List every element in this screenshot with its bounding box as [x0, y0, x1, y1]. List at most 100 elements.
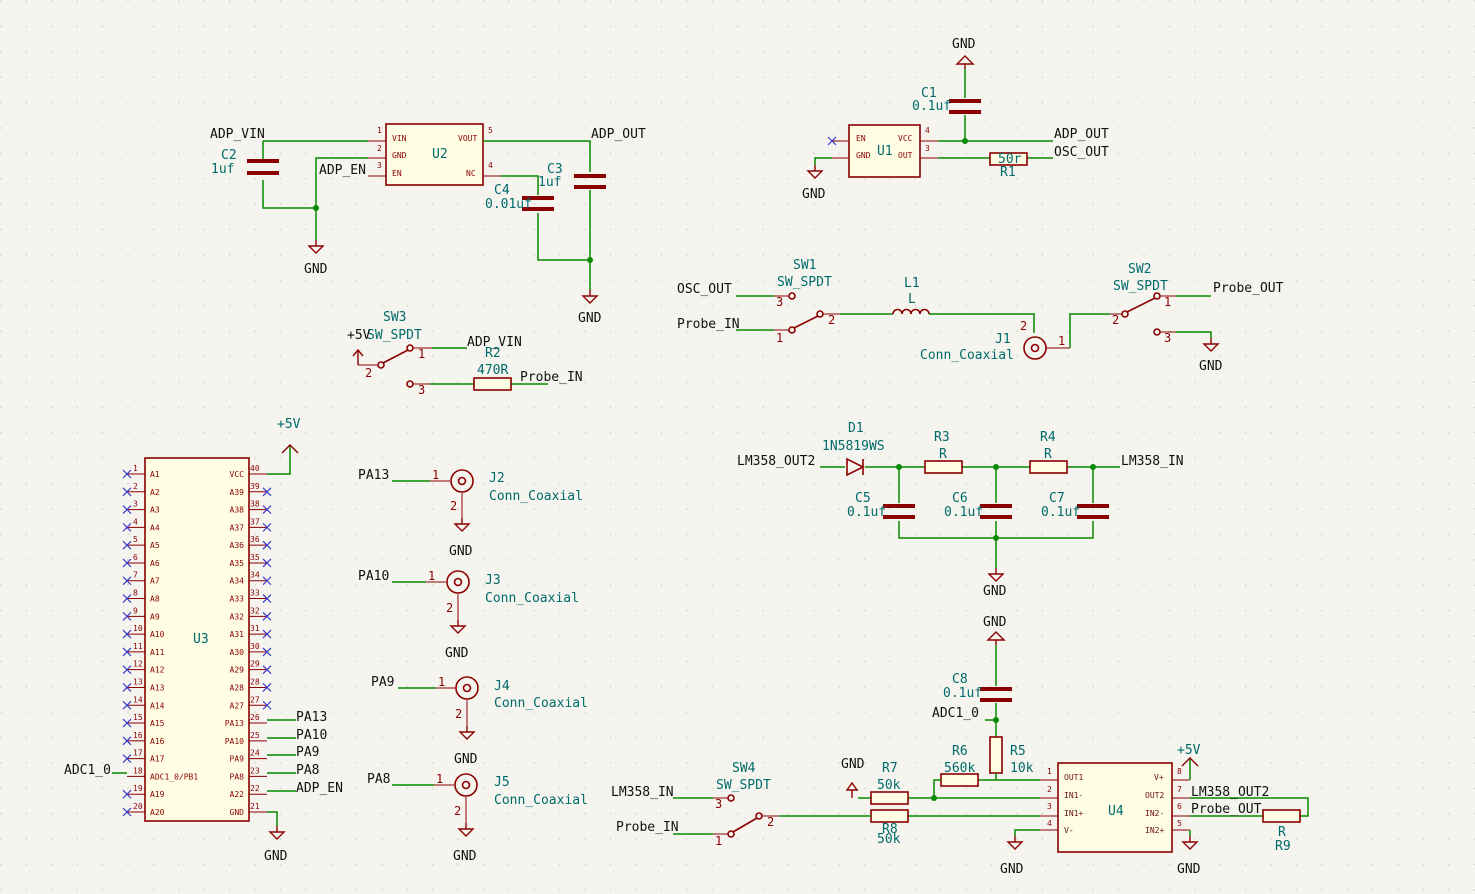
j4-body[interactable] [455, 676, 479, 700]
j4-pin-2: 2 [455, 707, 462, 721]
u3-right-pin-name: A37 [230, 523, 245, 532]
d1-body[interactable] [846, 457, 865, 477]
u2-pin-nc: NC [466, 169, 476, 178]
j2-pin-1: 1 [432, 468, 439, 482]
r9-body[interactable] [1262, 809, 1301, 823]
j2-ref: J2 [489, 471, 505, 486]
u1-pin-gnd: GND [856, 151, 871, 160]
u4-pin-num-5: 5 [1177, 819, 1182, 828]
u3-right-pin-name: A22 [230, 790, 245, 799]
u3-left-pin-name: A12 [150, 666, 165, 675]
no-connect-marker [122, 683, 132, 692]
vcc-label-u4: +5V [1177, 743, 1201, 758]
u3-left-pin-name: A3 [150, 506, 160, 515]
sw4-pin-2: 2 [767, 815, 774, 829]
r5-body[interactable] [989, 736, 1003, 774]
l1-ref: L1 [904, 276, 920, 291]
u2-pin-num-3: 3 [377, 161, 382, 170]
r4-body[interactable] [1029, 460, 1068, 474]
r3-body[interactable] [924, 460, 963, 474]
u3-right-pin-name: PA8 [230, 772, 245, 781]
r9-ref: R9 [1275, 839, 1291, 854]
u2-pin-en: EN [392, 169, 402, 178]
u3-left-pin-number: 12 [133, 660, 143, 669]
no-connect-marker [262, 522, 272, 532]
sw3-value: SW_SPDT [367, 328, 422, 343]
j2-body[interactable] [450, 469, 474, 493]
no-connect-marker [122, 754, 132, 764]
u1-pin-out: OUT [898, 151, 913, 160]
u3-left-pin-name: A6 [150, 559, 160, 568]
u4-pin-num-2: 2 [1047, 785, 1052, 794]
net-label-pa8-u3: PA8 [296, 763, 319, 778]
no-connect-marker [122, 594, 132, 603]
no-connect-marker [262, 647, 272, 657]
u3-left-pin-number: 19 [133, 784, 143, 793]
gnd-label-j3: GND [445, 646, 469, 661]
l1-coil[interactable] [892, 308, 930, 315]
u2-body[interactable] [385, 123, 484, 186]
u3-left-pin-name: A8 [150, 595, 160, 604]
net-label-probe-in-sw3: Probe_IN [520, 370, 583, 385]
r3-ref: R3 [934, 430, 950, 445]
j5-value: Conn_Coaxial [494, 793, 588, 808]
u1-pin-en: EN [856, 134, 866, 143]
r8-ref: R8 [882, 822, 898, 837]
net-label-lm358-out2-u4: LM358_OUT2 [1191, 785, 1269, 800]
j5-body[interactable] [454, 773, 478, 797]
u1-body[interactable] [848, 124, 921, 178]
net-label-lm358-in-sw4: LM358_IN [611, 785, 674, 800]
no-connect-marker [122, 558, 132, 568]
no-connect-marker [262, 665, 272, 675]
u3-right-pin-name: A39 [230, 488, 245, 497]
sw4-pin-1: 1 [715, 834, 722, 848]
u3-right-pin-name: A30 [230, 648, 245, 657]
j5-ref: J5 [494, 775, 510, 790]
j1-value: Conn_Coaxial [920, 348, 1014, 363]
u3-left-pin-number: 18 [133, 766, 143, 775]
r5-ref: R5 [1010, 744, 1026, 759]
no-connect-marker [262, 594, 272, 603]
gnd-label-u4-in2: GND [1177, 862, 1201, 877]
no-connect-marker [262, 611, 272, 621]
r8-body[interactable] [870, 809, 909, 823]
j4-value: Conn_Coaxial [494, 696, 588, 711]
c6-ref: C6 [952, 491, 968, 506]
r1-body[interactable] [989, 152, 1028, 166]
net-label-adp-out-u1: ADP_OUT [1054, 127, 1109, 142]
u3-right-pin-name: A31 [230, 630, 245, 639]
u3-left-pin-number: 9 [133, 606, 138, 615]
u3-section: U3 A11A22A33A44A55A66A77A88A99A1010A1111… [64, 417, 343, 864]
net-label-probe-out-sw2: Probe_OUT [1213, 281, 1284, 296]
no-connect-marker [122, 718, 132, 728]
c7-ref: C7 [1049, 491, 1065, 506]
sw4-pin-3: 3 [715, 797, 722, 811]
gnd-label-r7: GND [841, 757, 865, 772]
no-connect-marker [122, 700, 132, 710]
u3-right-pin-number: 31 [250, 624, 260, 633]
u3-left-pin-name: A17 [150, 755, 165, 764]
j3-body[interactable] [446, 570, 470, 594]
r7-body[interactable] [870, 791, 909, 805]
no-connect-marker [262, 576, 272, 586]
u2-pin-num-2: 2 [377, 144, 382, 153]
r3-value: R [939, 447, 947, 462]
u3-right-pin-name: A28 [230, 683, 245, 692]
u3-right-pin-number: 23 [250, 766, 260, 775]
u3-right-pin-name: A27 [230, 701, 245, 710]
u3-left-pin-number: 1 [133, 464, 138, 473]
u3-left-pin-name: ADC1_0/PB1 [150, 772, 198, 781]
u3-body[interactable] [144, 457, 250, 822]
u3-right-pin-number: 38 [250, 500, 260, 509]
u2-pin-num-5: 5 [488, 126, 493, 135]
c2-value: 1uf [211, 162, 234, 177]
u3-left-pin-number: 17 [133, 749, 143, 758]
no-connect-marker [262, 629, 272, 639]
r2-ref: R2 [485, 346, 501, 361]
u2-pin-vout: VOUT [458, 134, 477, 143]
u4-body[interactable] [1057, 762, 1173, 853]
no-connect-marker [122, 469, 132, 479]
u4-pin-out1: OUT1 [1064, 773, 1083, 782]
r2-body[interactable] [473, 377, 512, 391]
